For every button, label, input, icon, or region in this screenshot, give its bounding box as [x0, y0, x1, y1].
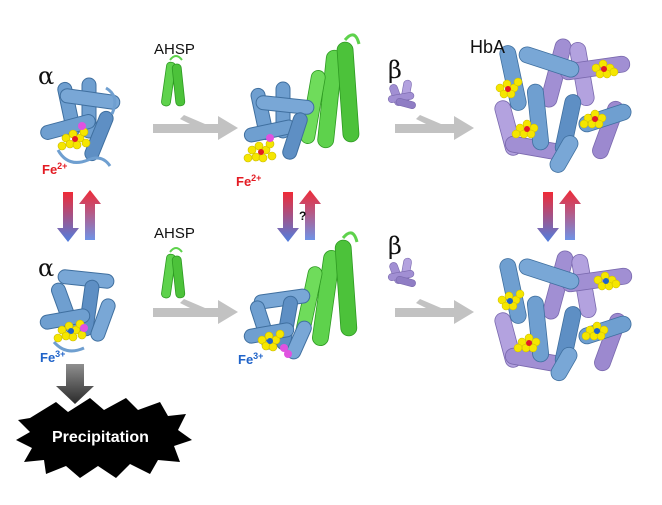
alpha-ahsp-complex-fe3-structure: [243, 231, 359, 360]
beta-globin-structure-bottom: [387, 257, 416, 287]
alpha-ahsp-complex-fe2-structure: [243, 33, 361, 163]
hemoglobin-a-tetramer-fe2-structure: [494, 38, 632, 173]
alpha-globin-fe3-structure: [39, 269, 116, 353]
alpha-label-top: α: [38, 62, 55, 90]
ahsp-structure-bottom: [161, 247, 186, 299]
beta-globin-structure: [387, 79, 416, 109]
binding-arrow-1: [153, 115, 238, 140]
redox-equilibrium-arrows-left: [57, 190, 101, 242]
fe2-label-complex: Fe2+: [236, 173, 262, 189]
binding-arrow-2: [395, 115, 474, 140]
beta-label-top: β: [388, 56, 402, 84]
hemoglobin-a-tetramer-fe3-structure: [494, 250, 633, 382]
fe3-label-alpha: Fe3+: [40, 349, 66, 365]
precipitation-burst: [16, 398, 192, 478]
heme-group-fe3: [53, 319, 88, 343]
precipitation-arrow: [56, 364, 94, 404]
ahsp-structure: [161, 55, 186, 107]
redox-equilibrium-arrows-middle: [277, 190, 321, 242]
fe2-label-alpha: Fe2+: [42, 161, 68, 177]
question-mark: ?: [299, 209, 307, 223]
ahsp-label-bottom: AHSP: [154, 225, 195, 242]
precipitation-label: Precipitation: [52, 429, 149, 446]
heme-group: [57, 122, 91, 151]
redox-equilibrium-arrows-right: [537, 190, 581, 242]
alpha-globin-fe2-structure: [40, 77, 121, 167]
hba-label: HbA: [470, 37, 506, 57]
alpha-label-bottom: α: [38, 254, 55, 282]
ahsp-label-top: AHSP: [154, 41, 195, 58]
binding-arrow-4: [395, 299, 474, 324]
fe3-label-complex: Fe3+: [238, 351, 264, 367]
binding-arrow-3: [153, 299, 238, 324]
beta-label-bottom: β: [388, 232, 402, 260]
